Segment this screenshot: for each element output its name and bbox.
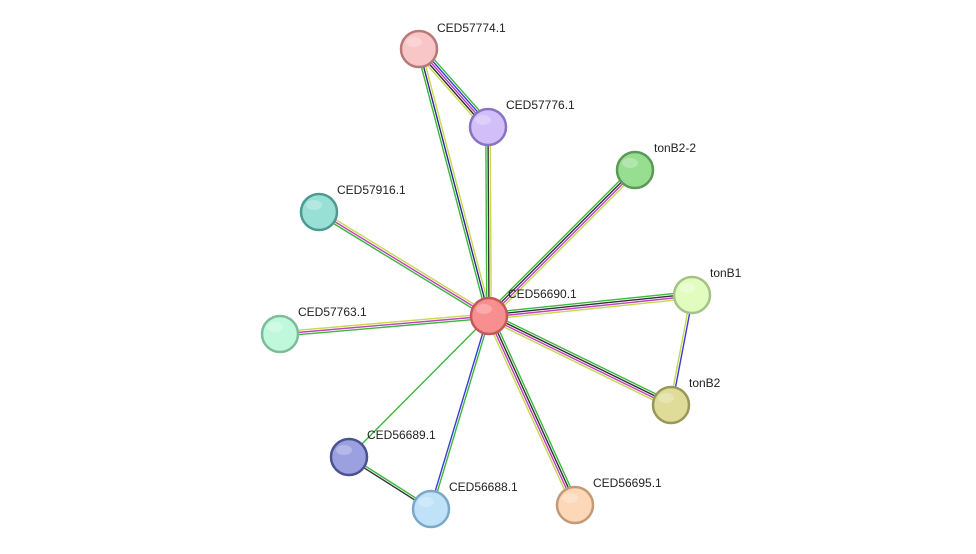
node-circle[interactable] — [672, 275, 712, 315]
node-circle[interactable] — [260, 314, 300, 354]
node-circle[interactable] — [329, 437, 369, 477]
edge-evidence-line — [318, 211, 490, 317]
edge-ced56690-1-ced56688-1[interactable] — [429, 315, 491, 510]
node-circle[interactable] — [615, 150, 655, 190]
node-ced57916-1[interactable]: CED57916.1 — [299, 183, 406, 232]
node-highlight — [306, 200, 322, 210]
node-highlight — [475, 115, 491, 125]
edge-layer — [279, 45, 694, 511]
edge-evidence-line — [487, 318, 670, 409]
edge-evidence-line — [489, 297, 693, 320]
node-label: tonB2 — [689, 376, 721, 390]
node-label: tonB1 — [710, 266, 742, 280]
node-label: CED56688.1 — [449, 480, 518, 494]
node-label: tonB2-2 — [654, 141, 696, 155]
node-ced56690-1[interactable]: CED56690.1 — [469, 287, 577, 336]
edge-evidence-line — [487, 168, 635, 316]
edge-ced56690-1-ced57776-1[interactable] — [485, 126, 492, 317]
node-circle[interactable] — [411, 489, 451, 529]
node-tonb2-2[interactable]: tonB2-2 — [615, 141, 696, 190]
node-circle[interactable] — [299, 192, 339, 232]
edge-evidence-line — [488, 316, 671, 407]
node-circle[interactable] — [468, 107, 508, 147]
edge-ced56690-1-tonb2-2[interactable] — [486, 167, 638, 319]
node-label: CED57776.1 — [506, 98, 575, 112]
node-highlight — [679, 283, 695, 293]
node-highlight — [336, 445, 352, 455]
edge-evidence-line — [280, 317, 490, 337]
node-circle[interactable] — [399, 29, 439, 69]
node-highlight — [476, 304, 492, 314]
edge-ced56690-1-ced57763-1[interactable] — [279, 313, 490, 337]
node-ced56688-1[interactable]: CED56688.1 — [411, 480, 518, 529]
edge-evidence-line — [416, 49, 488, 317]
edge-evidence-line — [487, 316, 575, 506]
edge-evidence-line — [489, 170, 637, 318]
node-highlight — [622, 158, 638, 168]
node-ced56695-1[interactable]: CED56695.1 — [555, 476, 662, 525]
node-label: CED56690.1 — [508, 287, 577, 301]
edge-ced56690-1-ced57916-1[interactable] — [317, 209, 491, 319]
edge-evidence-line — [491, 314, 579, 504]
edge-evidence-line — [485, 127, 488, 317]
edge-evidence-line — [279, 313, 489, 333]
edge-evidence-line — [420, 48, 492, 316]
node-circle[interactable] — [469, 296, 509, 336]
node-highlight — [267, 322, 283, 332]
node-highlight — [406, 37, 422, 47]
node-ced57763-1[interactable]: CED57763.1 — [260, 305, 367, 354]
node-highlight — [562, 493, 578, 503]
edge-evidence-line — [319, 209, 491, 315]
edge-evidence-line — [429, 315, 489, 509]
node-label: CED57774.1 — [437, 21, 506, 35]
edge-evidence-line — [431, 316, 491, 510]
node-highlight — [658, 393, 674, 403]
edge-evidence-line — [485, 317, 573, 507]
edge-evidence-line — [486, 167, 634, 315]
edge-evidence-line — [490, 171, 638, 319]
node-ced57776-1[interactable]: CED57776.1 — [468, 98, 575, 147]
edge-evidence-line — [489, 126, 492, 316]
node-tonb1[interactable]: tonB1 — [672, 266, 742, 315]
edge-evidence-line — [489, 315, 577, 505]
edge-evidence-line — [487, 126, 490, 317]
edge-evidence-line — [279, 315, 490, 335]
edge-evidence-line — [317, 213, 489, 319]
edge-ced56690-1-tonb1[interactable] — [488, 291, 693, 320]
edge-ced56690-1-ced56695-1[interactable] — [485, 314, 579, 507]
node-highlight — [418, 497, 434, 507]
edge-evidence-line — [488, 291, 692, 314]
edge-ced56690-1-ced57774-1[interactable] — [416, 48, 492, 317]
node-label: CED57916.1 — [337, 183, 406, 197]
node-label: CED56689.1 — [367, 428, 436, 442]
edge-evidence-line — [489, 295, 693, 318]
node-label: CED57763.1 — [298, 305, 367, 319]
edge-evidence-line — [488, 293, 692, 316]
edge-ced56690-1-ced56689-1[interactable] — [348, 315, 490, 458]
node-ced57774-1[interactable]: CED57774.1 — [399, 21, 506, 69]
edge-evidence-line — [489, 314, 672, 405]
node-circle[interactable] — [651, 385, 691, 425]
edge-evidence-line — [348, 315, 490, 458]
edge-evidence-line — [418, 48, 490, 317]
node-label: CED56695.1 — [593, 476, 662, 490]
edge-ced56690-1-tonb2[interactable] — [487, 312, 673, 409]
node-tonb2[interactable]: tonB2 — [651, 376, 721, 425]
node-circle[interactable] — [555, 485, 595, 525]
node-ced56689-1[interactable]: CED56689.1 — [329, 428, 436, 477]
edge-evidence-line — [490, 312, 673, 403]
